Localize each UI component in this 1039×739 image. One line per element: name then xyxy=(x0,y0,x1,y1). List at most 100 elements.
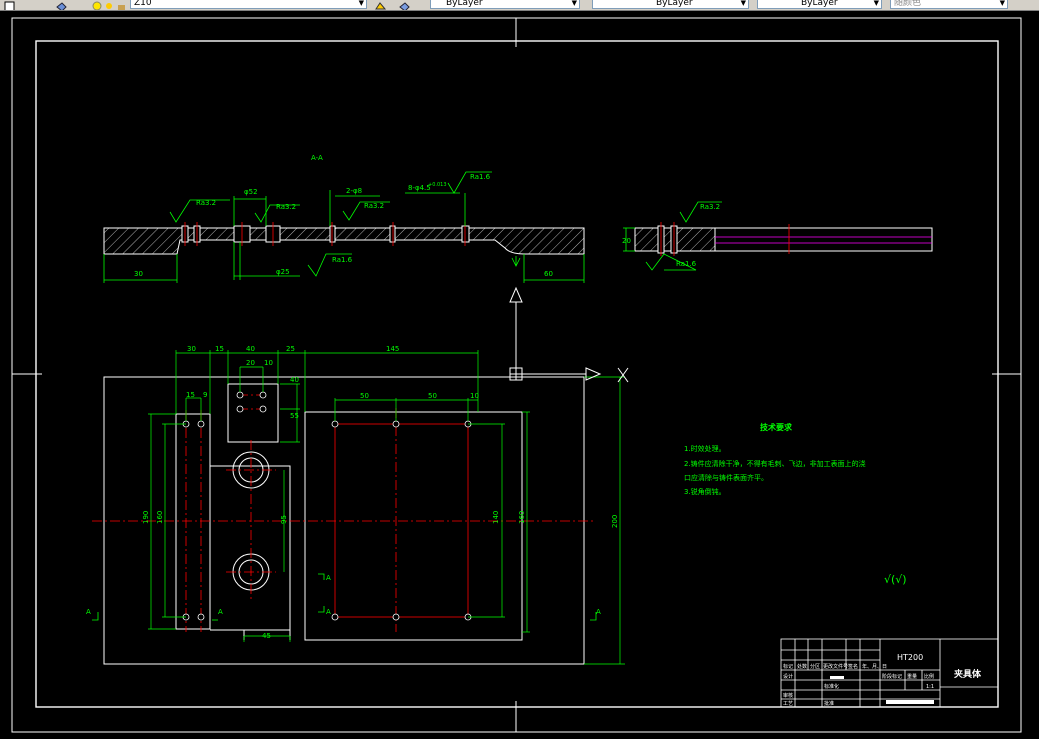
svg-text:190: 190 xyxy=(142,511,150,524)
plotstyle-combo[interactable]: 随颜色 ▼ xyxy=(890,0,1008,9)
drawing-canvas[interactable]: A-A xyxy=(0,11,1039,739)
svg-text:批准: 批准 xyxy=(824,700,834,707)
tech-line-3: 口应清除与铸件表面齐平。 xyxy=(684,473,768,482)
svg-text:分区: 分区 xyxy=(810,663,820,670)
svg-text:签名: 签名 xyxy=(848,663,858,670)
layer-combo[interactable]: Z10 ▼ xyxy=(130,0,367,9)
svg-text:Ra1.6: Ra1.6 xyxy=(470,173,491,181)
material-text: HT200 xyxy=(897,653,923,662)
svg-text:45: 45 xyxy=(262,632,271,640)
tech-line-1: 1.时效处理。 xyxy=(684,444,726,453)
svg-text:φ25: φ25 xyxy=(276,268,290,276)
properties-toolbar: Z10 ▼ ByLayer ▼ ByLayer ▼ ByLayer ▼ 随颜色 … xyxy=(0,0,1039,11)
svg-text:40: 40 xyxy=(290,376,299,384)
section-cut-marks xyxy=(92,573,597,621)
svg-text:审核: 审核 xyxy=(783,692,793,699)
svg-text:A: A xyxy=(596,608,601,616)
side-view[interactable]: 20 Ra3.2 Ra1.6 xyxy=(622,201,933,271)
side-thickness: 20 xyxy=(622,237,631,245)
tech-title: 技术要求 xyxy=(760,422,793,432)
svg-text:40: 40 xyxy=(246,345,255,353)
svg-text:设计: 设计 xyxy=(783,673,793,680)
tech-requirements[interactable]: 技术要求 1.时效处理。 2.铸件应清除干净，不得有毛刺、飞边，非加工表面上的浇… xyxy=(684,422,907,586)
tech-line-2: 2.铸件应清除干净，不得有毛刺、飞边，非加工表面上的浇 xyxy=(684,459,866,468)
svg-text:处数: 处数 xyxy=(797,663,807,670)
make-current-icon[interactable] xyxy=(375,0,387,10)
svg-text:140: 140 xyxy=(492,511,500,524)
section-label: A-A xyxy=(311,154,323,162)
svg-text:20: 20 xyxy=(246,359,255,367)
chevron-down-icon: ▼ xyxy=(873,0,879,7)
svg-text:8-φ4.5: 8-φ4.5 xyxy=(408,184,431,192)
layer-combo-value: Z10 xyxy=(134,0,152,8)
left-rail xyxy=(175,413,211,630)
lineweight-combo[interactable]: ByLayer ▼ xyxy=(757,0,882,9)
svg-text:55: 55 xyxy=(290,412,299,420)
chevron-down-icon: ▼ xyxy=(740,0,746,7)
svg-text:Ra3.2: Ra3.2 xyxy=(364,202,384,210)
linetype-combo[interactable]: ByLayer ▼ xyxy=(592,0,749,9)
svg-text:9: 9 xyxy=(203,391,207,399)
svg-text:阶段标记: 阶段标记 xyxy=(882,673,902,680)
svg-text:200: 200 xyxy=(611,515,619,528)
section-dimensions xyxy=(103,171,585,283)
svg-text:A: A xyxy=(86,608,91,616)
svg-text:年、月、日: 年、月、日 xyxy=(862,663,887,670)
svg-text:标准化: 标准化 xyxy=(824,683,839,690)
color-combo[interactable]: ByLayer ▼ xyxy=(430,0,580,9)
section-view[interactable]: A-A xyxy=(103,154,585,283)
small-plate xyxy=(227,383,279,443)
part-name: 夹具体 xyxy=(954,668,982,680)
tech-line-4: 3.锐角倒钝。 xyxy=(684,487,726,496)
svg-text:Ra1.6: Ra1.6 xyxy=(332,256,353,264)
plan-dim-text: 30 15 40 25 145 20 10 15 9 50 50 10 40 5… xyxy=(86,345,619,640)
chevron-down-icon: ▼ xyxy=(999,0,1005,7)
svg-text:重量: 重量 xyxy=(907,673,917,680)
svg-text:更改文件号: 更改文件号 xyxy=(823,663,848,670)
svg-text:1:1: 1:1 xyxy=(926,684,934,690)
right-plate xyxy=(304,411,523,641)
svg-text:+0.013: +0.013 xyxy=(428,182,447,188)
chevron-down-icon: ▼ xyxy=(571,0,577,7)
svg-text:50: 50 xyxy=(360,392,369,400)
sun-icon[interactable] xyxy=(104,0,115,9)
svg-text:Ra3.2: Ra3.2 xyxy=(196,199,216,207)
svg-text:145: 145 xyxy=(386,345,399,353)
section-centerlines xyxy=(184,222,466,246)
svg-text:160: 160 xyxy=(156,511,164,524)
svg-text:60: 60 xyxy=(544,270,553,278)
svg-text:30: 30 xyxy=(187,345,196,353)
ucs-icon xyxy=(509,286,629,383)
plan-holes xyxy=(182,391,472,621)
layer-previous-icon[interactable] xyxy=(399,0,410,10)
svg-text:25: 25 xyxy=(286,345,295,353)
side-roughness-top: Ra3.2 xyxy=(700,203,720,211)
svg-text:95: 95 xyxy=(280,515,288,524)
lightbulb-icon[interactable] xyxy=(92,0,103,10)
plan-view[interactable]: 30 15 40 25 145 20 10 15 9 50 50 10 40 5… xyxy=(86,345,625,665)
svg-text:30: 30 xyxy=(134,270,143,278)
plan-outline xyxy=(103,376,585,665)
layer-icon[interactable] xyxy=(4,0,15,10)
svg-text:A: A xyxy=(218,608,223,616)
lock-icon[interactable] xyxy=(116,0,127,10)
svg-text:A: A xyxy=(326,608,331,616)
svg-text:A: A xyxy=(326,574,331,582)
svg-text:2-φ8: 2-φ8 xyxy=(346,187,362,195)
plotstyle-combo-value: 随颜色 xyxy=(894,0,922,8)
layer-state-icon[interactable] xyxy=(56,0,67,10)
svg-text:10: 10 xyxy=(264,359,273,367)
svg-text:15: 15 xyxy=(186,391,195,399)
svg-text:标记: 标记 xyxy=(783,663,793,670)
svg-text:160: 160 xyxy=(518,511,526,524)
plan-dim-lines xyxy=(148,350,625,665)
color-combo-value: ByLayer xyxy=(446,0,483,8)
title-block[interactable]: HT200 夹具体 标记 设计 审核 工艺 处数 分区 更改文件号 签名 年、月… xyxy=(780,638,999,708)
lineweight-combo-value: ByLayer xyxy=(801,0,838,8)
svg-text:Ra3.2: Ra3.2 xyxy=(276,203,296,211)
svg-text:10: 10 xyxy=(470,392,479,400)
svg-text:比例: 比例 xyxy=(924,673,934,680)
svg-text:15: 15 xyxy=(215,345,224,353)
roughness-symbol: √(√) xyxy=(884,573,907,586)
svg-text:φ52: φ52 xyxy=(244,188,258,196)
